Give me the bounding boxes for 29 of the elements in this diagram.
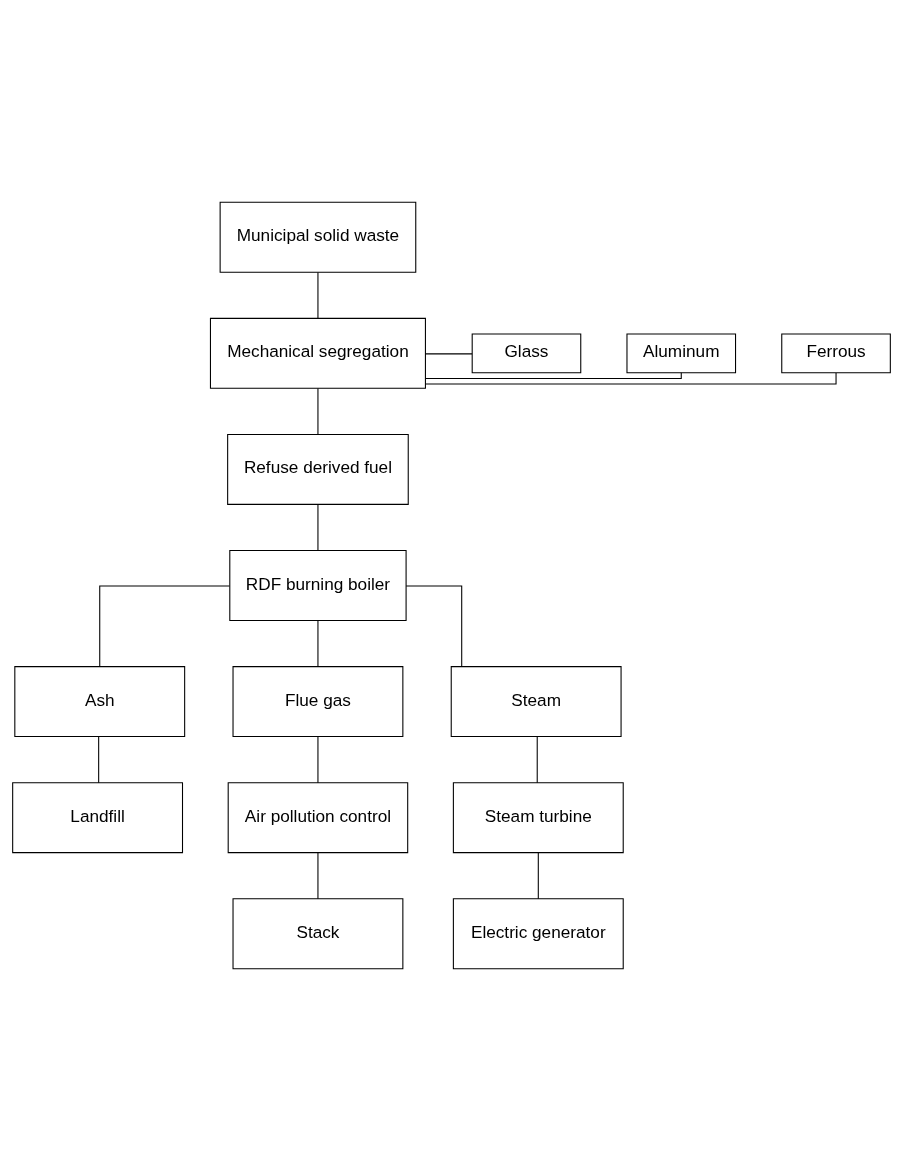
connector — [424, 372, 682, 380]
connector — [317, 387, 319, 435]
connector — [425, 353, 473, 355]
node-box: RDF burning boiler — [229, 550, 407, 621]
connector — [99, 585, 231, 668]
node-box: Municipal solid waste — [219, 201, 417, 273]
connector — [405, 585, 463, 668]
node-box: Refuse derived fuel — [227, 433, 409, 505]
node-box: Ferrous — [781, 333, 891, 374]
node-box: Ash — [14, 666, 186, 738]
node-box: Landfill — [12, 782, 184, 854]
connector — [317, 852, 319, 900]
node-box: Steam — [450, 666, 622, 738]
node-box: Electric generator — [452, 898, 624, 970]
node-box: Flue gas — [232, 666, 404, 738]
node-box: Air pollution control — [227, 782, 409, 854]
connector — [317, 504, 319, 551]
node-box: Mechanical segregation — [209, 317, 426, 389]
connector — [536, 736, 538, 784]
connector — [98, 736, 100, 784]
connector — [537, 852, 539, 900]
connector — [317, 271, 319, 319]
connector — [317, 736, 319, 784]
node-box: Aluminum — [626, 333, 737, 374]
connector — [317, 620, 319, 668]
node-box: Steam turbine — [452, 782, 624, 854]
node-box: Stack — [232, 898, 404, 970]
node-box: Glass — [471, 333, 582, 374]
connector — [425, 372, 837, 385]
